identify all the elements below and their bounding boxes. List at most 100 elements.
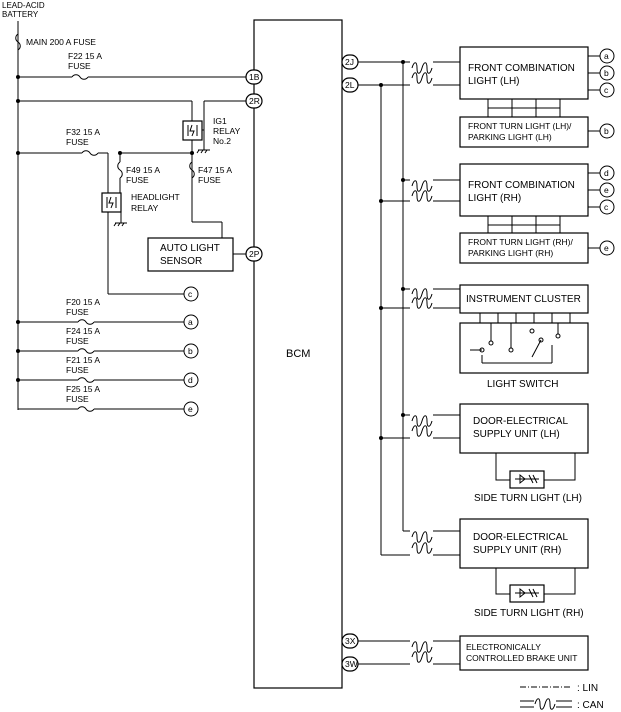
pin-2r-label: 2R <box>249 96 260 106</box>
f49-fuse-label: F49 15 A <box>126 165 160 175</box>
connector-b-left-label: b <box>188 346 193 356</box>
ground-icon-2 <box>113 222 127 227</box>
fuse-row-f25: F25 15 A FUSE e <box>18 384 199 417</box>
connector-d-left-label: d <box>188 375 193 385</box>
side-turn-light-rh-label: SIDE TURN LIGHT (RH) <box>474 608 584 619</box>
power-supply-section: LEAD-ACID BATTERY MAIN 200 A FUSE F22 15… <box>2 1 246 417</box>
fcl-lh-label-1: FRONT COMBINATION <box>468 63 575 74</box>
connector-c-left <box>183 286 199 302</box>
fcl-rh-conn-c: c <box>604 202 609 212</box>
connector-b-left <box>183 343 199 359</box>
auto-light-sensor-box <box>147 237 234 272</box>
main-fuse-symbol <box>15 33 21 51</box>
ftl-lh-label-2: PARKING LIGHT (LH) <box>468 132 552 142</box>
auto-light-sensor-label-1: AUTO LIGHT <box>160 243 220 254</box>
desu-lh-label-1: DOOR-ELECTRICAL <box>473 416 568 427</box>
f32-fuse-label: F32 15 A <box>66 127 100 137</box>
bcm-module: BCM 1B 2R 2P 2J 2L 3X 3W <box>245 19 359 689</box>
fcl-lh-conn-b: b <box>604 68 609 78</box>
desu-lh-label-2: SUPPLY UNIT (LH) <box>473 429 560 440</box>
ig1-relay-label-2: RELAY <box>213 126 241 136</box>
legend-lin-label: : LIN <box>577 683 598 694</box>
instrument-cluster: INSTRUMENT CLUSTER <box>459 284 589 314</box>
auto-light-sensor-label-2: SENSOR <box>160 256 202 267</box>
light-switch: LIGHT SWITCH <box>459 313 589 390</box>
pin-2r: 2R <box>245 93 263 109</box>
main-fuse-label: MAIN 200 A FUSE <box>26 37 96 47</box>
front-turn-light-rh: FRONT TURN LIGHT (RH)/ PARKING LIGHT (RH… <box>459 232 615 264</box>
fuse-row-f24: F24 15 A FUSE b <box>16 326 199 359</box>
bcm-box <box>253 19 343 689</box>
ig1-relay-label-3: No.2 <box>213 136 231 146</box>
desu-rh-label-1: DOOR-ELECTRICAL <box>473 532 568 543</box>
f20-fuse-label: F20 15 A <box>66 297 100 307</box>
desu-rh-label-2: SUPPLY UNIT (RH) <box>473 545 561 556</box>
f32-fuse-label-2: FUSE <box>66 137 89 147</box>
ftl-rh-label-2: PARKING LIGHT (RH) <box>468 248 553 258</box>
fcl-lh-conn-c: c <box>604 85 609 95</box>
ftl-rh-label-1: FRONT TURN LIGHT (RH)/ <box>468 237 573 247</box>
front-combination-light-rh: FRONT COMBINATION LIGHT (RH) d e c <box>459 163 615 217</box>
pin-3x-label: 3X <box>345 636 356 646</box>
connector-e-left-label: e <box>188 404 193 414</box>
pin-1b-label: 1B <box>249 72 260 82</box>
light-switch-label: LIGHT SWITCH <box>487 379 558 390</box>
can-links <box>358 60 460 665</box>
f22-fuse-label: F22 15 A <box>68 51 102 61</box>
pin-3w-label: 3W <box>345 659 358 669</box>
ebcu-label-1: ELECTRONICALLY <box>466 642 541 652</box>
pin-3w: 3W <box>341 656 359 672</box>
side-turn-light-lh-label: SIDE TURN LIGHT (LH) <box>474 493 582 504</box>
fcl-rh-label-1: FRONT COMBINATION <box>468 180 575 191</box>
ebcu-label-2: CONTROLLED BRAKE UNIT <box>466 653 577 663</box>
connector-d-left <box>183 372 199 388</box>
connector-c-left-label: c <box>188 289 193 299</box>
f20-fuse-label-2: FUSE <box>66 307 89 317</box>
front-turn-light-lh: FRONT TURN LIGHT (LH)/ PARKING LIGHT (LH… <box>459 116 615 148</box>
fcl-rh-label-2: LIGHT (RH) <box>468 193 521 204</box>
ig1-relay-label-1: IG1 <box>213 116 227 126</box>
f24-fuse-label: F24 15 A <box>66 326 100 336</box>
f49-fuse-label-2: FUSE <box>126 175 149 185</box>
fcl-lh-conn-a: a <box>604 51 609 61</box>
f21-fuse-label: F21 15 A <box>66 355 100 365</box>
f22-fuse-label-2: FUSE <box>68 61 91 71</box>
fcl-rh-to-turn-links <box>487 216 561 233</box>
bcm-label: BCM <box>286 348 310 360</box>
ftl-lh-conn-b: b <box>604 126 609 136</box>
electronically-controlled-brake-unit: ELECTRONICALLY CONTROLLED BRAKE UNIT <box>459 635 589 671</box>
f25-fuse-label-2: FUSE <box>66 394 89 404</box>
headlight-relay-label-2: RELAY <box>131 203 159 213</box>
ground-icon <box>196 149 210 154</box>
cluster-label: INSTRUMENT CLUSTER <box>466 294 581 305</box>
pin-2p-label: 2P <box>249 249 260 259</box>
ftl-lh-label-1: FRONT TURN LIGHT (LH)/ <box>468 121 572 131</box>
bus-lines <box>358 61 404 555</box>
f22-fuse-symbol <box>71 74 89 80</box>
battery-label-line1: LEAD-ACID <box>2 1 45 10</box>
ftl-rh-conn-e: e <box>604 243 609 253</box>
pin-2j: 2J <box>341 54 359 70</box>
f32-fuse-symbol <box>81 150 99 156</box>
door-electrical-supply-unit-rh: DOOR-ELECTRICAL SUPPLY UNIT (RH) SIDE TU… <box>459 518 589 619</box>
connector-a-left-label: a <box>188 317 193 327</box>
pin-1b: 1B <box>245 69 263 85</box>
pin-2l: 2L <box>341 77 359 93</box>
headlight-relay-label-1: HEADLIGHT <box>131 192 180 202</box>
f21-fuse-label-2: FUSE <box>66 365 89 375</box>
f47-fuse-label: F47 15 A <box>198 165 232 175</box>
f47-fuse-symbol <box>189 161 195 179</box>
legend-can-label: : CAN <box>577 700 604 711</box>
fcl-lh-label-2: LIGHT (LH) <box>468 76 520 87</box>
f47-fuse-label-2: FUSE <box>198 175 221 185</box>
pin-2l-label: 2L <box>345 80 355 90</box>
f49-fuse-symbol <box>117 161 123 179</box>
battery-label-line2: BATTERY <box>2 10 39 19</box>
connector-e-left <box>183 401 199 417</box>
fuse-row-f20: F20 15 A FUSE a <box>16 297 199 330</box>
fcl-lh-to-turn-links <box>487 99 561 117</box>
connector-a-left <box>183 314 199 330</box>
pin-3x: 3X <box>341 633 359 649</box>
f24-fuse-label-2: FUSE <box>66 336 89 346</box>
